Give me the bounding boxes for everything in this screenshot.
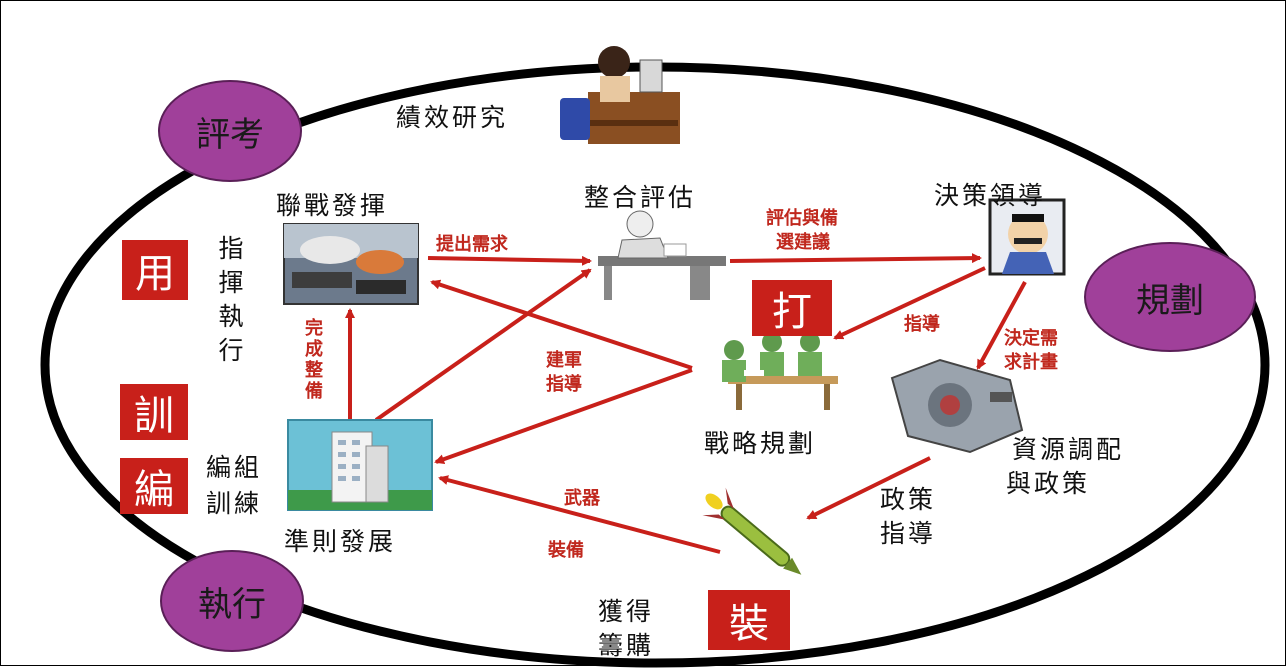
equip-box: 裝 [708,590,790,650]
use-box: 用 [122,240,188,300]
policy-guidance-label-2: 指導 [880,519,937,548]
execute-circle: 執行 [160,550,304,652]
assess-recommend-label-2: 選建議 [776,232,830,253]
train-box: 訓 [120,384,188,440]
performance-research-label: 績效研究 [396,103,509,132]
acquisition-label-2: 籌購 [598,631,655,660]
arrow-assessment-to-decision [729,253,982,264]
assess-recommend-label-1: 評估與備 [766,208,838,229]
decision-leadership-label: 決策領導 [934,181,1047,210]
arrow-strategy-to-doctrine [434,368,693,464]
resource-allocation-label-2: 與政策 [1006,469,1091,498]
joint-operations-label: 聯戰發揮 [276,191,389,220]
organize-box: 編 [120,458,188,514]
strategic-planning-picture [722,332,838,410]
arrow-decision-to-resources [976,281,1027,370]
plan-circle: 規劃 [1084,242,1256,352]
strategic-planning-label: 戰略規劃 [704,429,817,458]
resource-allocation-label-1: 資源調配 [1012,435,1125,464]
organize-train-label-2: 訓練 [206,489,263,518]
decide-requirements-label-2: 求計畫 [1004,352,1058,373]
integrated-assessment-label: 整合評估 [584,183,697,212]
arrow-missile-to-doctrine [438,475,721,554]
missile-picture [702,487,802,575]
assessment-picture [598,210,726,300]
joint-operations-picture [283,223,419,305]
arrow-doctrine-to-assessment [374,268,592,422]
complete-readiness-label: 完成整備 [305,318,323,402]
arrow-strategy-to-joint [430,279,693,370]
decision-leader-picture [988,198,1066,276]
arrow-resources-to-missile [806,456,931,520]
researcher-picture [560,46,680,144]
doctrine-development-label: 準則發展 [284,527,397,556]
equipment-label: 裝備 [548,540,584,561]
build-guidance-label-2: 指導 [546,374,582,395]
weapons-label: 武器 [564,488,600,509]
command-execution-label: 指揮執行 [218,234,244,365]
arrow-joint-to-assessment [427,255,592,266]
decide-requirements-label-1: 決定需 [1004,328,1058,349]
raise-requirements-label: 提出需求 [436,234,508,255]
resource-allocation-picture [890,358,1024,454]
arrow-decision-to-strategy [833,266,986,340]
acquisition-label-1: 獲得 [598,597,655,626]
guidance-label: 指導 [904,314,940,335]
build-guidance-label-1: 建軍 [546,350,582,371]
organize-train-label-1: 編組 [206,453,263,482]
fight-box: 打 [752,280,832,336]
doctrine-building-picture [287,419,433,511]
policy-guidance-label-1: 政策 [880,485,937,514]
evaluate-circle: 評考 [158,80,302,182]
